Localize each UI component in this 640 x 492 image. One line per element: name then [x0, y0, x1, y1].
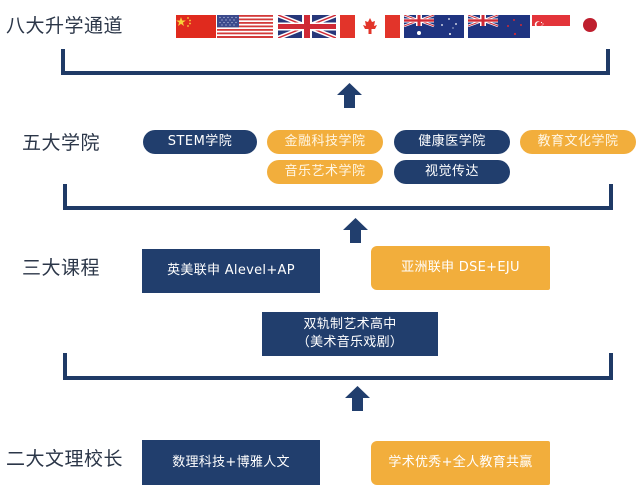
uk-flag-icon: [278, 15, 336, 38]
china-flag-icon: [176, 15, 216, 38]
up-arrow-icon: [337, 83, 362, 108]
college-pill-health-medicine: 健康医学院: [394, 130, 510, 154]
bracket-colleges: [63, 184, 613, 210]
principal-label: 学术优秀+全人教育共赢: [388, 455, 533, 470]
bracket-pathways: [61, 49, 610, 75]
up-arrow-icon: [345, 386, 370, 411]
canada-flag-icon: [340, 15, 400, 38]
tier-label-colleges: 五大学院: [22, 132, 101, 154]
principal-box-academic-holistic: 学术优秀+全人教育共赢: [371, 441, 550, 485]
college-pill-fintech: 金融科技学院: [267, 130, 383, 154]
up-arrow-icon: [343, 218, 368, 243]
course-box-uk-us-application: 英美联申 Alevel+AP: [142, 249, 320, 293]
usa-flag-icon: [217, 15, 273, 38]
australia-flag-icon: [404, 15, 464, 38]
course-label: 英美联申 Alevel+AP: [167, 263, 295, 278]
college-pill-stem: STEM学院: [143, 130, 257, 154]
college-pill-music-art: 音乐艺术学院: [267, 160, 383, 184]
tier-label-principals: 二大文理校长: [6, 448, 124, 470]
tier-label-courses: 三大课程: [22, 257, 101, 279]
course-box-asia-application: 亚洲联申 DSE+EJU: [371, 246, 550, 290]
new-zealand-flag-icon: [468, 15, 530, 38]
college-pill-visual-communication: 视觉传达: [394, 160, 510, 184]
principal-label: 数理科技+博雅人文: [172, 454, 290, 470]
principal-box-science-humanities: 数理科技+博雅人文: [142, 440, 320, 485]
course-label-line1: 双轨制艺术高中: [303, 317, 397, 332]
singapore-flag-icon: [532, 15, 570, 26]
japan-flag-icon: [580, 15, 600, 35]
bracket-courses: [63, 353, 613, 380]
course-label-line2: （美术音乐戏剧）: [296, 335, 404, 350]
course-box-dual-track-art: 双轨制艺术高中 （美术音乐戏剧）: [262, 312, 438, 356]
tier-label-pathways: 八大升学通道: [6, 15, 124, 37]
college-pill-education-culture: 教育文化学院: [520, 130, 636, 154]
course-label: 亚洲联申 DSE+EJU: [401, 260, 520, 275]
